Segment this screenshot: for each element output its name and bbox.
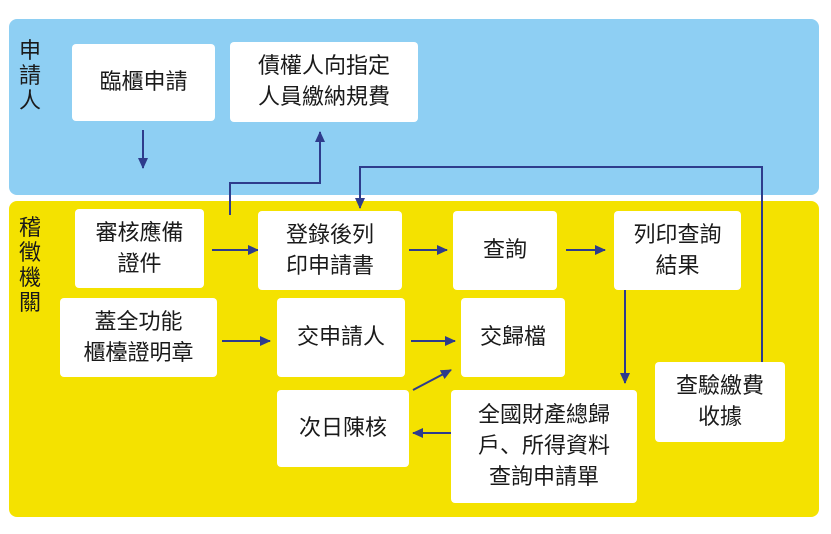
box-text-line: 次日陳核	[298, 416, 387, 441]
next-day-review-box: 次日陳核	[277, 390, 409, 467]
box-text: 次日陳核	[299, 413, 387, 444]
box-text: 交歸檔	[480, 322, 546, 353]
arrow-fee-to-register	[355, 166, 763, 362]
register-print-application-box: 登錄後列印申請書	[258, 211, 402, 290]
box-text: 全國財產總歸戶、所得資料查詢申請單	[478, 400, 610, 493]
box-text-line: 查詢申請單	[488, 465, 599, 490]
seal-certification-box: 蓋全功能櫃檯證明章	[60, 298, 217, 377]
box-text-line: 交歸檔	[479, 325, 546, 350]
box-text-line: 交申請人	[296, 325, 385, 350]
arrow-register-to-pay	[229, 131, 325, 215]
deliver-to-archive-box: 交歸檔	[461, 298, 565, 377]
box-text-line: 印申請書	[285, 253, 374, 279]
box-text: 債權人向指定人員繳納規費	[258, 51, 390, 113]
box-text-line: 戶、所得資料	[477, 434, 610, 459]
arrow-nextday-to-archive	[412, 369, 452, 391]
box-text: 登錄後列印申請書	[286, 220, 374, 282]
review-documents-box: 審核應備證件	[75, 209, 204, 288]
box-text-line: 列印查詢	[633, 222, 722, 248]
box-text-line: 審核應備	[95, 220, 184, 246]
creditor-pay-fee-box: 債權人向指定人員繳納規費	[230, 42, 418, 122]
box-text: 查驗繳費收據	[676, 371, 764, 433]
box-text-line: 人員繳納規費	[257, 85, 390, 110]
box-text: 交申請人	[297, 322, 385, 353]
deliver-to-applicant-box: 交申請人	[277, 298, 405, 377]
nationwide-query-form-box: 全國財產總歸戶、所得資料查詢申請單	[451, 390, 637, 503]
box-text: 臨櫃申請	[99, 67, 187, 98]
box-text-line: 蓋全功能	[94, 309, 183, 335]
box-text: 蓋全功能櫃檯證明章	[83, 307, 193, 369]
box-text: 審核應備證件	[95, 218, 183, 280]
box-text-line: 查詢	[482, 238, 527, 263]
box-text-line: 臨櫃申請	[99, 70, 188, 95]
box-text-line: 查驗繳費	[675, 374, 764, 399]
applicant-lane-label: 申請人	[18, 39, 41, 114]
box-text-line: 全國財產總歸	[477, 403, 610, 428]
counter-apply-box: 臨櫃申請	[72, 44, 215, 121]
box-text: 列印查詢結果	[633, 220, 721, 282]
box-text-line: 結果	[655, 253, 700, 279]
box-text-line: 收據	[697, 405, 742, 430]
box-text-line: 櫃檯證明章	[83, 340, 194, 366]
box-text: 查詢	[483, 235, 527, 266]
query-box: 查詢	[453, 211, 557, 290]
box-text-line: 登錄後列	[285, 222, 374, 248]
verify-fee-receipt-box: 查驗繳費收據	[655, 362, 785, 442]
box-text-line: 債權人向指定	[257, 54, 390, 79]
agency-lane-label: 稽徵機關	[18, 216, 41, 316]
print-query-result-box: 列印查詢結果	[614, 211, 741, 290]
box-text-line: 證件	[117, 251, 162, 277]
